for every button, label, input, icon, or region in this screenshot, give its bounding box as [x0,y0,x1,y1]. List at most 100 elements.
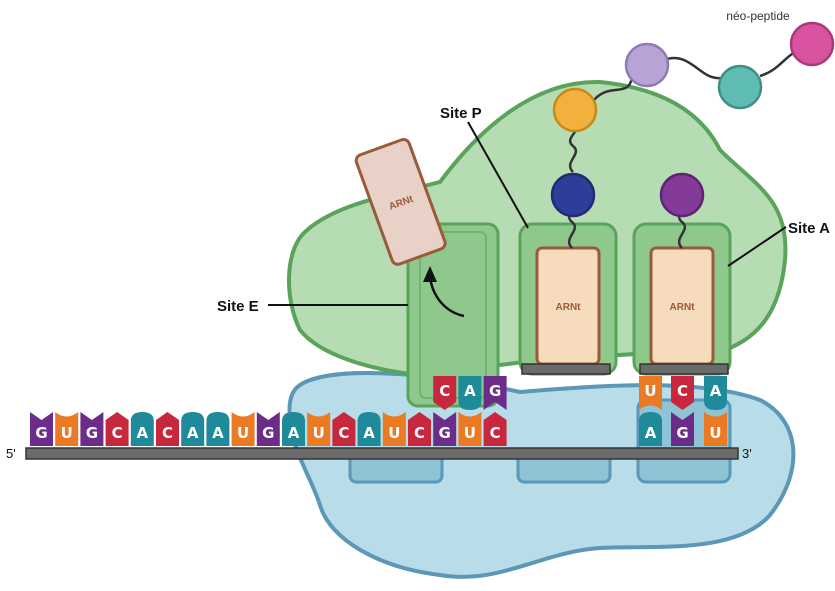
mrna-nucleotide: U [704,412,727,446]
nucleotide-shape [408,412,431,446]
amino-acid-a [659,172,705,218]
nucleotide-shape [282,412,305,446]
nucleotide-shape [483,412,507,446]
nucleotide-shape [671,412,694,446]
mrna-nucleotide: C [332,412,356,446]
peptide-aa-2 [624,42,670,88]
nucleotide-shape [206,412,230,446]
nucleotide-letter: G [439,424,451,442]
mrna-nucleotide: U [55,412,79,446]
mrna-nucleotide: A [357,412,381,446]
exiting-trna: ARNt [354,137,447,266]
anticodon-nucleotide: C [433,376,457,410]
amino-acid-p [550,172,596,218]
peptide-aa-1 [552,87,598,133]
mrna-nucleotide: U [458,412,482,446]
nucleotide-letter: A [136,424,148,442]
site-e-label: Site E [217,298,259,315]
mrna-nucleotide: A [130,412,154,446]
nucleotide-shape [458,376,482,410]
trna-a-label: ARNt [670,302,696,313]
trna-p-base [521,363,611,375]
nucleotide-shape [181,412,205,446]
nucleotide-shape [704,376,727,410]
nucleotide-letter: A [187,424,199,442]
anticodon-nucleotide: A [704,376,727,410]
mrna-nucleotide: G [30,412,53,446]
peptide-aa-3 [717,64,763,110]
mrna-nucleotide: C [105,412,129,446]
mrna-backbone [25,447,739,460]
nucleotide-shape [382,412,406,446]
nucleotide-letter: C [162,424,173,442]
mrna-nucleotide: G [80,412,104,446]
mrna-nucleotide: U [231,412,255,446]
nucleotide-shape [433,412,457,446]
anticodon-nucleotide: C [671,376,694,410]
nucleotide-letter: G [35,424,47,442]
mrna-nucleotide: C [483,412,507,446]
mrna-nucleotide: C [408,412,431,446]
mrna-nucleotide: U [382,412,406,446]
mrna-nucleotide: G [433,412,457,446]
nucleotide-shape [704,412,727,446]
exit-arrow-head [423,266,437,282]
nucleotide-shape [671,376,694,410]
nucleotide-letter: C [490,424,501,442]
five-prime-label: 5' [6,446,16,461]
nucleotide-letter: C [112,424,123,442]
mrna-nucleotide: A [282,412,305,446]
nucleotide-shape [483,376,507,410]
nucleotide-shape [231,412,255,446]
nucleotide-letter: A [710,382,722,400]
nucleotide-letter: A [212,424,224,442]
mrna-nucleotide: G [671,412,694,446]
mrna-nucleotide: G [256,412,280,446]
anticodon-nucleotide: U [639,376,662,410]
nucleotide-shape [30,412,53,446]
nucleotide-letter: A [363,424,375,442]
nucleotide-letter: U [237,424,249,442]
nucleotide-letter: G [489,382,501,400]
mrna-nucleotide: A [181,412,205,446]
nucleotide-letter: C [677,382,688,400]
nucleotide-letter: U [313,424,325,442]
three-prime-label: 3' [742,446,752,461]
mrna-nucleotide: C [156,412,179,446]
site-p-pointer [467,121,529,229]
trna-a-base [639,363,729,375]
nucleotide-letter: C [414,424,425,442]
mrna-nucleotide: A [639,412,662,446]
nucleotide-letter: G [86,424,98,442]
trna-p-label: ARNt [556,302,582,313]
nucleotide-shape [639,412,662,446]
nucleotide-shape [156,412,179,446]
site-a-label: Site A [788,220,830,237]
nucleotide-shape [256,412,280,446]
anticodon-nucleotide: G [483,376,507,410]
nucleotide-shape [332,412,356,446]
site-p-label: Site P [440,105,482,122]
nucleotide-letter: G [262,424,274,442]
nucleotide-letter: U [644,382,656,400]
nucleotide-shape [130,412,154,446]
mrna-nucleotide: U [307,412,331,446]
mrna-nucleotide: A [206,412,230,446]
nucleotide-shape [105,412,129,446]
nucleotide-letter: U [709,424,721,442]
peptide-label: néo-peptide [726,9,790,23]
nucleotide-letter: U [388,424,400,442]
nucleotide-shape [357,412,381,446]
nucleotide-letter: A [464,382,476,400]
nucleotide-letter: A [645,424,657,442]
site-a-pointer [727,226,787,267]
nucleotide-letter: U [464,424,476,442]
nucleotide-shape [639,376,662,410]
nucleotide-shape [307,412,331,446]
nucleotide-shape [433,376,457,410]
anticodon-nucleotide: A [458,376,482,410]
